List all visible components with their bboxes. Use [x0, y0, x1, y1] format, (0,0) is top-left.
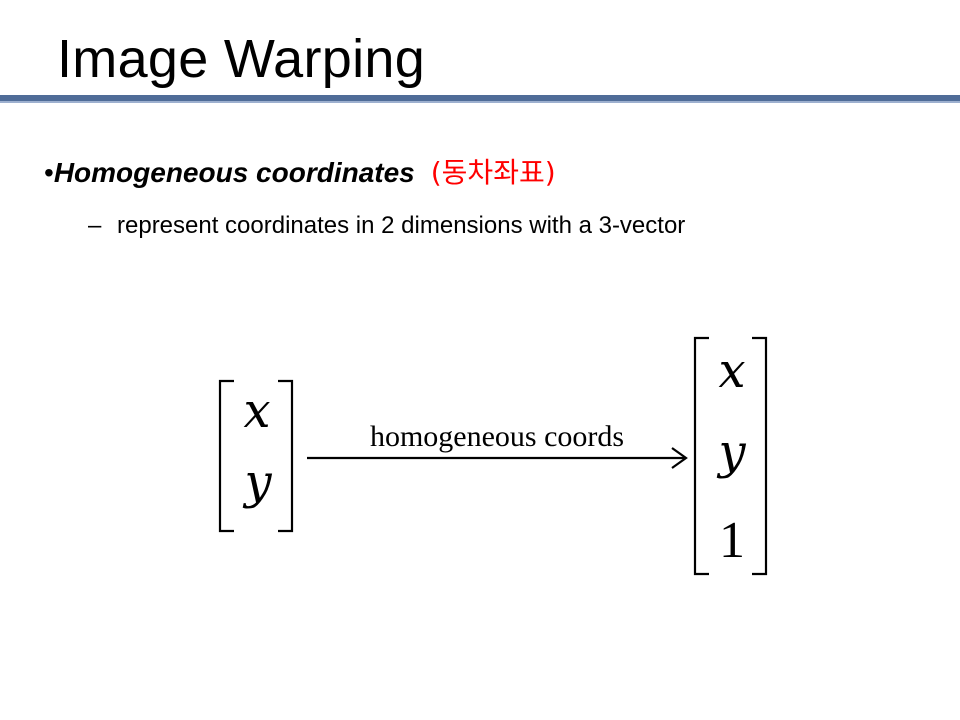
left-vector-entry-y: y [242, 454, 272, 510]
right-vector-entry-y: y [716, 424, 746, 480]
right-vector-close-bracket [752, 336, 768, 576]
bullet-marker: • [44, 157, 54, 188]
arrow-label: homogeneous coords [370, 420, 624, 453]
right-vector-open-bracket [693, 336, 709, 576]
title-underline [0, 95, 960, 103]
korean-term: (동차좌표) [430, 156, 556, 189]
sub-bullet-text: represent coordinates in 2 dimensions wi… [117, 212, 686, 239]
bullet-item: •Homogeneous coordinates (동차좌표) [44, 151, 556, 195]
right-vector-entry-one: 1 [719, 512, 745, 569]
bullet-heading: Homogeneous coordinates [53, 157, 415, 188]
left-vector-entry-x: x [243, 383, 270, 439]
right-vector [693, 336, 768, 576]
left-vector [218, 379, 294, 533]
left-vector-close-bracket [278, 379, 294, 533]
arrowhead-icon [671, 447, 688, 469]
slide-title: Image Warping [57, 29, 426, 89]
left-vector-open-bracket [218, 379, 234, 533]
sub-bullet-marker: – [88, 212, 102, 239]
right-vector-entry-x: x [718, 343, 745, 399]
sub-bullet-item: –represent coordinates in 2 dimensions w… [88, 206, 685, 246]
